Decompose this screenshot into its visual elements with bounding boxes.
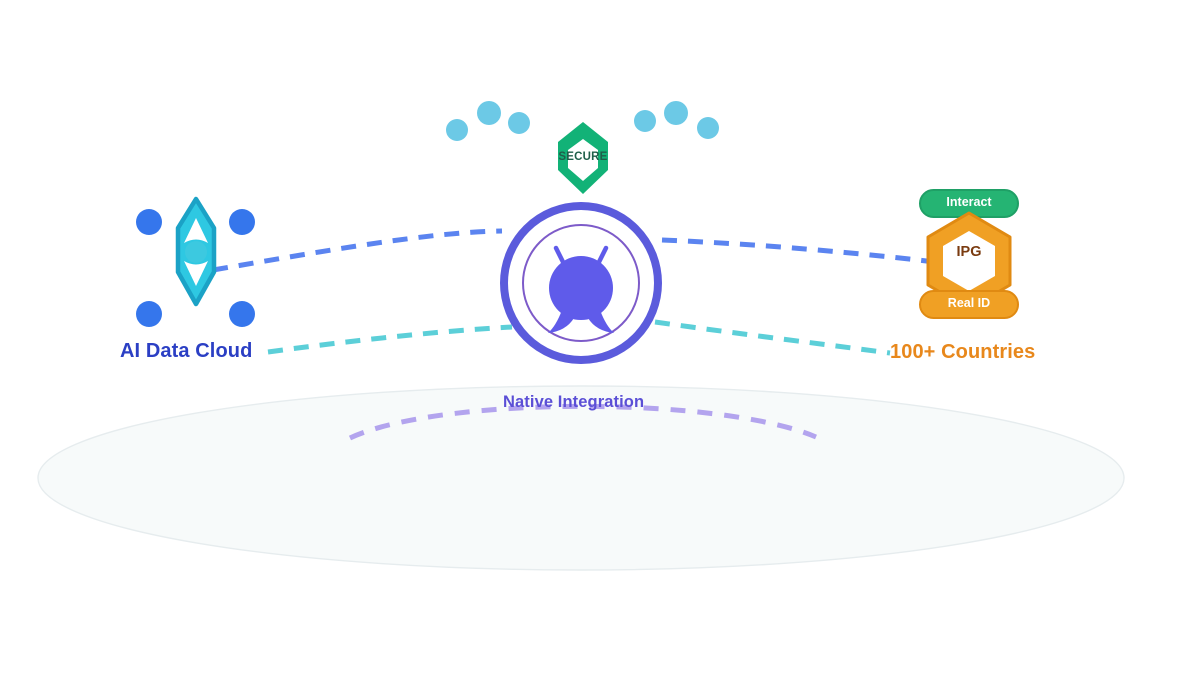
node-native-integration[interactable]	[500, 202, 662, 364]
corner-dot-top-left	[136, 209, 162, 235]
blob-leg-right	[588, 310, 614, 333]
real-id-pill[interactable]	[919, 290, 1019, 319]
secure-shield-label: SECURE	[558, 151, 608, 163]
ai-data-cloud-corner-dots	[136, 209, 255, 327]
decor-dot	[634, 110, 656, 132]
decorative-dot-cluster	[446, 101, 719, 141]
corner-dot-top-right	[229, 209, 255, 235]
real-id-pill-label: Real ID	[947, 296, 991, 310]
decor-dot	[508, 112, 530, 134]
node-ai-data-cloud[interactable]	[136, 196, 255, 327]
left-upper-connector	[212, 228, 503, 273]
blob-body	[549, 256, 613, 320]
decor-dot	[697, 117, 719, 139]
platform-ellipse	[37, 385, 1125, 571]
corner-dot-bottom-left	[136, 301, 162, 327]
left-lower-connector	[267, 324, 513, 355]
ipg-hexagon-label: IPG	[956, 244, 982, 260]
node-ipg[interactable]	[919, 189, 1019, 319]
label-ai-data-cloud: AI Data Cloud	[120, 340, 253, 362]
right-lower-connector	[654, 319, 891, 356]
label-native-integration: Native Integration	[503, 393, 645, 411]
right-upper-connector	[661, 237, 936, 265]
corner-dot-bottom-right	[229, 301, 255, 327]
arrow-down-icon	[184, 261, 208, 286]
interact-pill-label: Interact	[946, 195, 992, 209]
node-secure-shield[interactable]	[558, 122, 608, 194]
diamond-center-dot	[185, 241, 207, 263]
arrow-up-icon	[184, 218, 208, 243]
blob-leg-left	[548, 310, 574, 333]
label-countries: 100+ Countries	[890, 341, 1036, 363]
decor-dot	[477, 101, 501, 125]
decor-dot	[446, 119, 468, 141]
shield-inner-cutout	[568, 139, 598, 181]
ipg-hexagon-inner	[943, 231, 995, 291]
decor-dot	[664, 101, 688, 125]
